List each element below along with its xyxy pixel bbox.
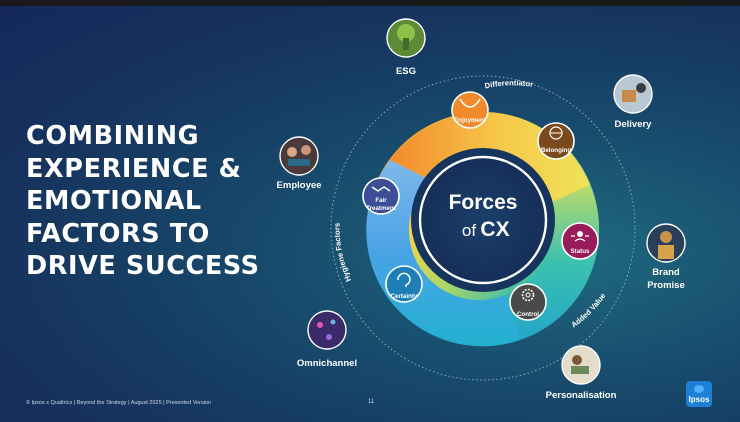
arc-label-differentiator: Differentiator — [484, 78, 534, 90]
control-label: Control — [517, 311, 539, 318]
fair-label-line1: Fair — [375, 197, 387, 204]
omnichannel-photo — [307, 310, 347, 350]
center-circle — [418, 155, 548, 285]
outer-dotted-ring — [330, 75, 636, 381]
center-title: Forces — [449, 191, 518, 214]
title-line: EXPERIENCE & — [26, 153, 242, 184]
personalisation-photo — [561, 345, 601, 385]
title-line: EMOTIONAL — [26, 186, 202, 216]
title-line: DRIVE SUCCESS — [26, 251, 260, 281]
fair-label-line2: Treatment — [366, 205, 396, 212]
personalisation-label: Personalisation — [546, 390, 617, 401]
omnichannel-item: Omnichannel — [297, 310, 357, 369]
arc-label-hygiene-factors: Hygiene Factors — [332, 223, 352, 283]
top-bar — [0, 0, 740, 6]
esg-item: ESG — [386, 18, 426, 77]
certainty-label: Certainty — [391, 293, 418, 300]
center-cx: CX — [480, 218, 509, 241]
center-of: of — [462, 221, 476, 240]
personalisation-item: Personalisation — [546, 345, 617, 401]
employee-photo — [279, 136, 319, 176]
footer-text: © Ipsos x Qualtrics | Beyond the Strateg… — [26, 400, 212, 406]
status-label: Status — [571, 248, 590, 255]
certainty-badge: Certainty — [385, 265, 423, 303]
delivery-item: Delivery — [613, 74, 653, 130]
slide-title: COMBINING EXPERIENCE & EMOTIONAL FACTORS… — [26, 120, 286, 283]
logo-text: Ipsos — [688, 395, 710, 404]
enjoyment-label: Enjoyment — [454, 117, 486, 124]
title-line: COMBINING — [26, 121, 200, 151]
page-number: 11 — [368, 399, 375, 405]
employee-label: Employee — [277, 180, 322, 191]
control-badge: Control — [509, 283, 547, 321]
person-icon — [577, 231, 583, 237]
brand-promise-item: Brand Promise — [646, 223, 686, 291]
smile-icon — [459, 98, 481, 108]
enjoyment-badge: Enjoyment — [451, 91, 489, 129]
status-badge: Status — [561, 222, 599, 260]
gear-icon — [521, 288, 535, 302]
handshake-icon — [371, 186, 391, 192]
employee-item: Employee — [277, 136, 322, 191]
brand-label-line1: Brand — [652, 267, 680, 278]
ipsos-logo: Ipsos — [686, 381, 712, 407]
logo-mark — [694, 385, 704, 393]
delivery-label: Delivery — [615, 119, 653, 130]
belonging-label: Belonging — [541, 147, 571, 154]
belonging-badge: Belonging — [537, 122, 575, 160]
title-line: FACTORS TO — [26, 218, 210, 249]
brand-label-line2: Promise — [647, 280, 685, 291]
head-icon — [397, 272, 411, 287]
esg-label: ESG — [396, 66, 416, 77]
fair-treatment-badge: Fair Treatment — [362, 177, 400, 215]
omnichannel-label: Omnichannel — [297, 358, 357, 369]
